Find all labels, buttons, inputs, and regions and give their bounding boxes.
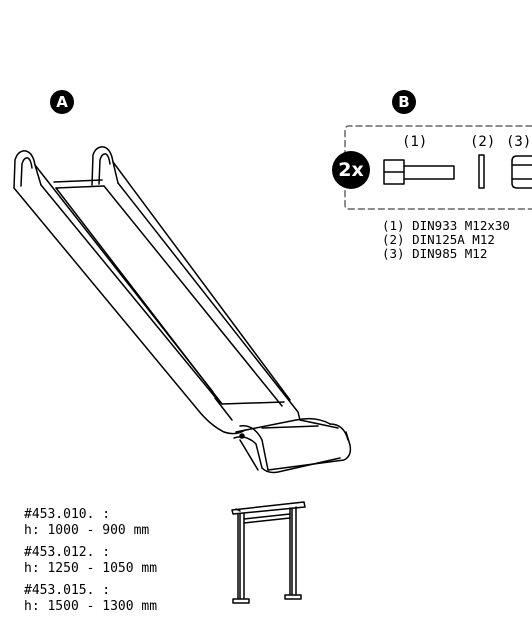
label-a-badge: A	[50, 90, 74, 114]
bolt-icon	[383, 159, 455, 185]
washer-icon	[478, 154, 485, 189]
support-leg-illustration	[231, 501, 306, 604]
part-number-1: (1)	[402, 134, 428, 150]
height-variant: #453.015. : h: 1500 - 1300 mm	[24, 583, 157, 615]
variant-range: h: 1000 - 900 mm	[24, 523, 150, 538]
variant-code: #453.015. :	[24, 583, 111, 598]
label-b-badge: B	[392, 90, 416, 114]
hardware-box	[344, 125, 532, 210]
height-variants: #453.010. : h: 1000 - 900 mm #453.012. :…	[24, 507, 157, 621]
height-variant: #453.010. : h: 1000 - 900 mm	[24, 507, 157, 539]
spec-item: (1) DIN933 M12x30	[382, 218, 510, 233]
variant-code: #453.012. :	[24, 545, 111, 560]
spec-item: (2) DIN125A M12	[382, 232, 495, 247]
variant-range: h: 1500 - 1300 mm	[24, 599, 158, 614]
hardware-spec-list: (1) DIN933 M12x30 (2) DIN125A M12 (3) DI…	[382, 219, 510, 261]
nut-icon	[511, 155, 532, 189]
quantity-badge: 2x	[332, 151, 370, 189]
part-number-2: (2)	[470, 134, 496, 150]
height-variant: #453.012. : h: 1250 - 1050 mm	[24, 545, 157, 577]
spec-item: (3) DIN985 M12	[382, 246, 488, 261]
variant-range: h: 1250 - 1050 mm	[24, 561, 158, 576]
part-number-3: (3)	[506, 134, 532, 150]
slide-illustration	[13, 146, 352, 474]
variant-code: #453.010. :	[24, 507, 111, 522]
